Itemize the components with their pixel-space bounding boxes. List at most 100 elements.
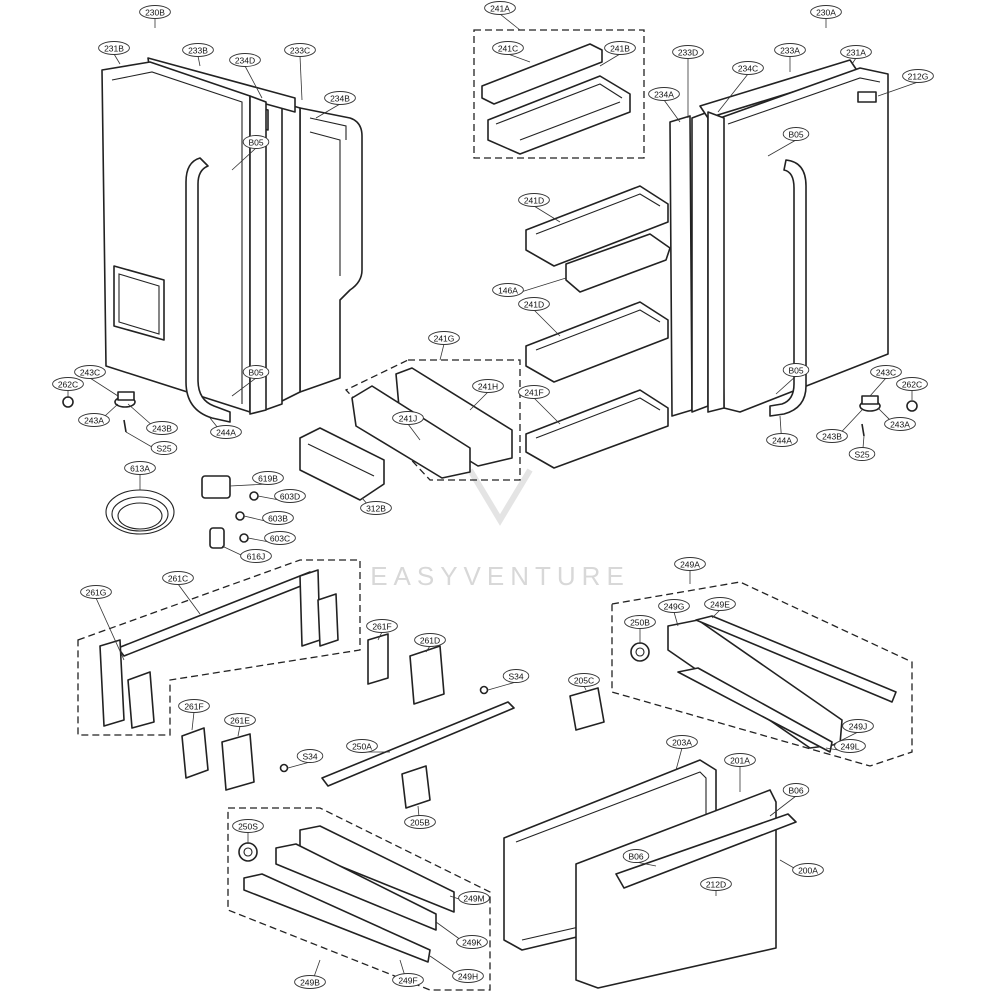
callout-bubble	[274, 489, 306, 503]
callout-244Ab: 244A	[766, 433, 798, 447]
cap-261F-upper	[367, 633, 389, 685]
callout-bubble	[124, 461, 156, 475]
callout-bubble	[624, 615, 656, 629]
callout-249B: 249B	[294, 975, 326, 989]
cover-146A	[565, 233, 671, 293]
callout-205B: 205B	[404, 815, 436, 829]
callout-203A: 203A	[666, 735, 698, 749]
callout-label: 312B	[366, 504, 386, 514]
bin-241F	[525, 389, 669, 469]
callout-241J: 241J	[392, 411, 424, 425]
callout-250B: 250B	[624, 615, 656, 629]
callout-bubble	[724, 753, 756, 767]
callout-bubble	[518, 297, 550, 311]
callout-bubble	[458, 891, 490, 905]
callout-bubble	[492, 283, 524, 297]
callout-S34b: S34	[296, 749, 324, 763]
callout-bubble	[346, 739, 378, 753]
leader-B05a	[231, 147, 257, 171]
callout-label: 200A	[798, 866, 818, 876]
callout-bubble	[648, 87, 680, 101]
callout-S25b: S25	[848, 447, 876, 461]
callout-label: 241D	[524, 300, 544, 310]
callout-label: 613A	[130, 464, 150, 474]
callout-bubble	[242, 365, 270, 379]
callout-bubble	[162, 571, 194, 585]
callout-261C: 261C	[162, 571, 194, 585]
callout-249M: 249M	[458, 891, 490, 905]
callout-label: 603C	[270, 534, 290, 544]
bin-set-241G	[344, 359, 521, 481]
callout-label: 241J	[399, 414, 417, 424]
callout-bubble	[182, 43, 214, 57]
rail-set-261C	[77, 559, 361, 736]
callout-label: 261C	[168, 574, 188, 584]
callout-243Ca: 243C	[74, 365, 106, 379]
callout-bubble	[704, 597, 736, 611]
callout-bubble	[568, 673, 600, 687]
fitting-603B	[235, 511, 245, 521]
right-door-assembly	[669, 59, 918, 437]
callout-212G: 212G	[902, 69, 934, 83]
callout-bubble	[428, 331, 460, 345]
callout-616J: 616J	[240, 549, 272, 563]
callout-233B: 233B	[182, 43, 214, 57]
callout-bubble	[74, 365, 106, 379]
callout-label: 244A	[772, 436, 792, 446]
callout-label: 243A	[890, 420, 910, 430]
callout-B05a: B05	[242, 135, 270, 149]
callout-label: S34	[302, 752, 317, 762]
callout-bubble	[502, 669, 530, 683]
callout-bubble	[150, 441, 178, 455]
leader-241F	[533, 397, 561, 425]
callout-bubble	[78, 413, 110, 427]
screw-S34-upper	[479, 685, 489, 695]
callout-label: 234C	[738, 64, 758, 74]
callout-label: 203A	[672, 738, 692, 748]
callout-bubble	[774, 43, 806, 57]
callout-bubble	[848, 447, 876, 461]
bin-set-241A	[473, 29, 645, 159]
callout-249G: 249G	[658, 599, 690, 613]
left-door-edge	[249, 95, 267, 415]
callout-label: S25	[854, 450, 869, 460]
callout-label: 233A	[780, 46, 800, 56]
left-hinge-screw	[123, 419, 127, 433]
callout-bubble	[902, 69, 934, 83]
left-gasket-outer	[279, 101, 301, 403]
leader-243Cb	[869, 377, 887, 397]
callout-603C: 603C	[264, 531, 296, 545]
callout-label: 233D	[678, 48, 698, 58]
callout-bubble	[840, 45, 872, 59]
callout-261Fa: 261F	[366, 619, 398, 633]
callout-label: 231B	[104, 44, 124, 54]
freezer-drawer	[503, 759, 797, 989]
drawer-rail-set-249B	[227, 807, 491, 991]
callout-249J: 249J	[842, 719, 874, 733]
callout-bubble	[674, 557, 706, 571]
coupler-616J	[209, 527, 225, 549]
callout-bubble	[810, 5, 842, 19]
callout-label: 234D	[235, 56, 255, 66]
callout-243Aa: 243A	[78, 413, 110, 427]
callout-label: 619B	[258, 474, 278, 484]
callout-bubble	[240, 549, 272, 563]
callout-label: B05	[788, 130, 803, 140]
callout-241G: 241G	[428, 331, 460, 345]
leader-203A	[675, 747, 683, 771]
leader-241B	[599, 53, 621, 67]
callout-bubble	[392, 411, 424, 425]
callout-bubble	[294, 975, 326, 989]
rail-end-right	[299, 569, 321, 647]
leader-231A	[851, 57, 857, 65]
leader-241Db	[533, 309, 561, 337]
rail-261C	[117, 571, 317, 657]
callout-bubble	[782, 783, 810, 797]
callout-label: B06	[628, 852, 643, 862]
left-gasket-inner	[264, 99, 283, 411]
callout-249L: 249L	[834, 739, 866, 753]
callout-bubble	[816, 429, 848, 443]
leader-261Fb	[191, 711, 195, 731]
fitting-603C	[239, 533, 249, 543]
callout-243Ba: 243B	[146, 421, 178, 435]
